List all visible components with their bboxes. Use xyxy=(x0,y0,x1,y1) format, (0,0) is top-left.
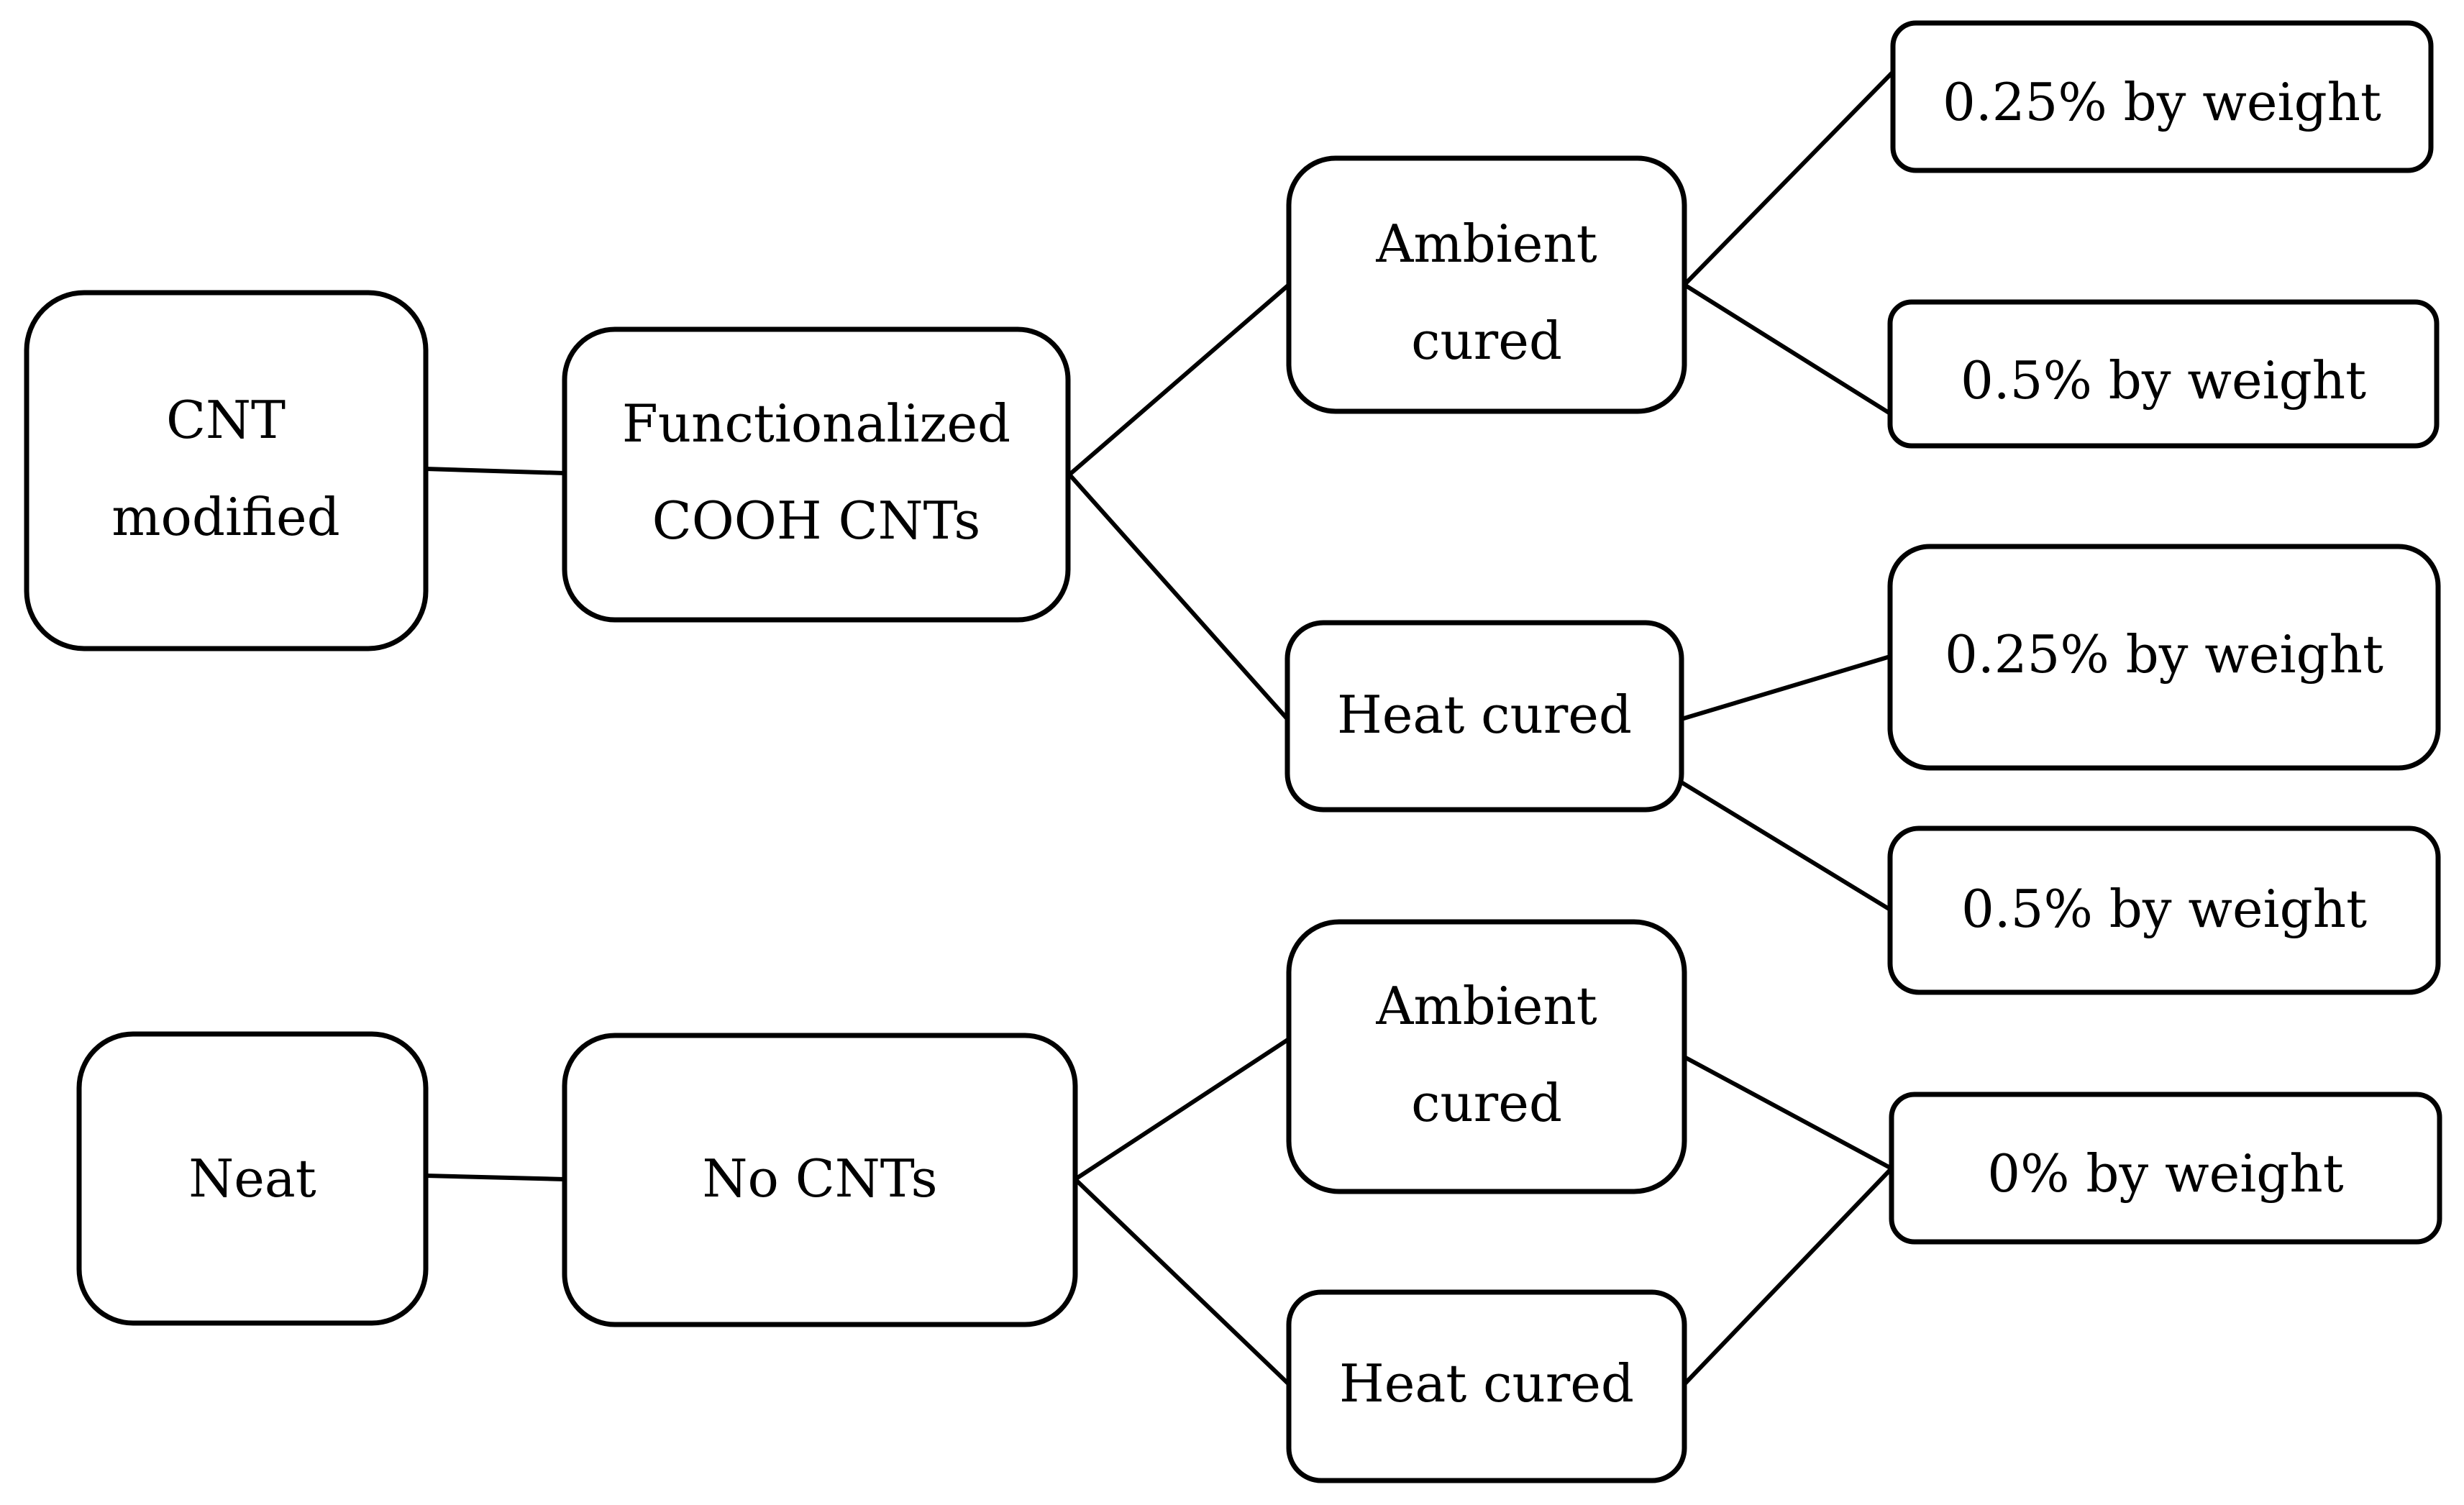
edge-functionalized-to-ambient xyxy=(1068,283,1290,477)
node-weight-05-heat: 0.5% by weight xyxy=(1887,825,2441,995)
node-weight-05-ambient-label: 0.5% by weight xyxy=(1961,350,2366,411)
node-no-cnts-label: No CNTs xyxy=(702,1148,937,1209)
node-functionalized-cooh-cnts: Functionalized COOH CNTs xyxy=(562,326,1071,623)
edge-cnt-to-functionalized xyxy=(425,467,565,475)
node-ambient-cured-bottom-line-1: Ambient xyxy=(1375,976,1597,1036)
node-ambient-cured-bottom: Ambient cured xyxy=(1286,919,1687,1194)
node-neat-label: Neat xyxy=(188,1148,316,1209)
node-no-cnts: No CNTs xyxy=(562,1033,1078,1327)
edge-ambient-to-w05 xyxy=(1683,283,1892,416)
edge-ambient-to-w0 xyxy=(1683,1055,1893,1171)
edge-neat-to-nocnts xyxy=(425,1174,565,1181)
edge-nocnts-to-heat xyxy=(1073,1177,1291,1386)
edge-heat-to-w025 xyxy=(1681,654,1891,721)
node-functionalized-line-1: Functionalized xyxy=(622,393,1010,454)
node-ambient-cured-top-line-2: cured xyxy=(1411,311,1562,371)
node-weight-0-label: 0% by weight xyxy=(1987,1143,2343,1204)
edge-ambient-to-w025 xyxy=(1682,70,1895,287)
node-weight-025-ambient-label: 0.25% by weight xyxy=(1943,72,2381,132)
edge-functionalized-to-heat xyxy=(1067,473,1290,721)
node-cnt-modified: CNT modified xyxy=(24,290,429,651)
node-heat-cured-bottom-label: Heat cured xyxy=(1339,1353,1634,1414)
node-ambient-cured-bottom-line-2: cured xyxy=(1411,1073,1562,1133)
node-weight-0: 0% by weight xyxy=(1889,1092,2442,1245)
edge-heat-to-w05 xyxy=(1680,780,1892,912)
node-weight-05-ambient: 0.5% by weight xyxy=(1887,299,2440,449)
node-weight-025-heat-label: 0.25% by weight xyxy=(1945,624,2383,685)
node-heat-cured-top: Heat cured xyxy=(1285,620,1684,813)
edge-heat-to-w0 xyxy=(1682,1166,1894,1386)
connectors xyxy=(425,70,1895,1386)
node-ambient-cured-top: Ambient cured xyxy=(1286,155,1687,414)
node-weight-025-heat: 0.25% by weight xyxy=(1887,544,2441,771)
node-functionalized-line-2: COOH CNTs xyxy=(652,490,981,551)
edge-nocnts-to-ambient xyxy=(1074,1037,1290,1181)
node-cnt-modified-line-1: CNT xyxy=(166,390,286,450)
node-weight-05-heat-label: 0.5% by weight xyxy=(1961,879,2367,939)
node-heat-cured-top-line-1: Heat cured xyxy=(1337,685,1632,745)
node-weight-025-ambient: 0.25% by weight xyxy=(1890,20,2434,173)
node-cnt-modified-line-2: modified xyxy=(111,487,339,547)
node-ambient-cured-top-line-1: Ambient xyxy=(1375,214,1597,274)
node-heat-cured-bottom: Heat cured xyxy=(1286,1289,1687,1483)
node-neat: Neat xyxy=(76,1031,429,1326)
